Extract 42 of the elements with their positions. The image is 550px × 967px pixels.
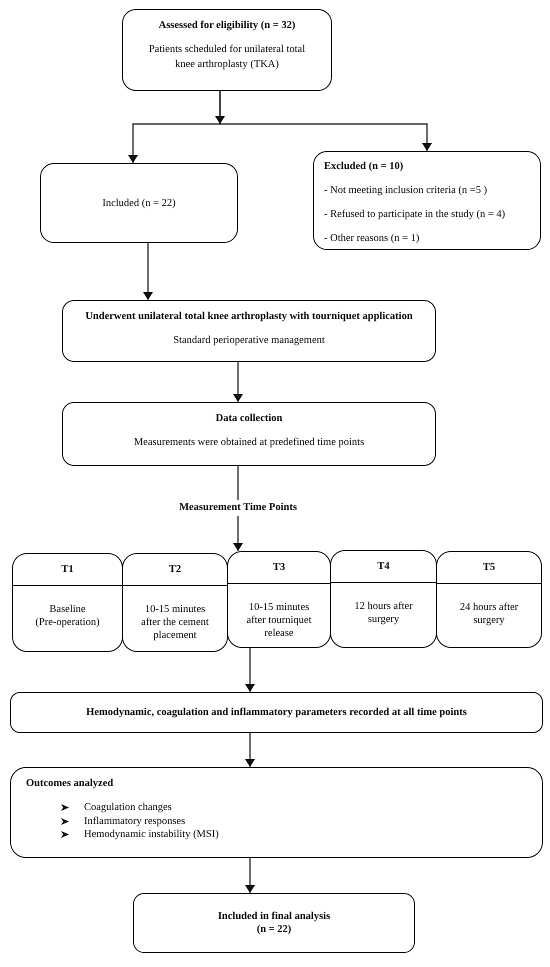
box-heading: Assessed for eligibility (n = 32)	[158, 19, 296, 33]
arrow	[245, 648, 255, 692]
exclusion-reason: - Other reasons (n = 1)	[324, 232, 420, 246]
process-box	[313, 151, 541, 250]
process-box	[10, 692, 543, 733]
arrow	[233, 362, 243, 402]
time-point-box	[12, 553, 123, 652]
arrow	[245, 733, 255, 767]
time-point-box	[122, 553, 228, 652]
time-point-label: T5	[437, 552, 541, 584]
outcome-item: Inflammatory responses	[84, 814, 186, 828]
arrow	[143, 243, 153, 300]
time-point-description: 10-15 minutes after tourniquet release	[245, 601, 313, 640]
process-box	[62, 300, 436, 362]
process-box	[40, 163, 238, 243]
time-point-description: 12 hours after surgery	[353, 600, 414, 626]
box-heading: Outcomes analyzed	[26, 777, 114, 791]
time-point-box	[436, 551, 542, 648]
arrow	[245, 858, 255, 893]
outcome-item: Hemodynamic instability (MSI)	[84, 828, 219, 842]
time-point-box	[227, 551, 331, 648]
process-box	[62, 402, 436, 466]
exclusion-reason: - Refused to participate in the study (n = 4)	[324, 208, 506, 222]
box-text: Patients scheduled for unilateral total knee arthroplasty (TKA)	[148, 43, 306, 72]
time-point-description: 10-15 minutes after the cement placement	[140, 603, 210, 642]
arrow	[215, 91, 225, 124]
time-point-box	[330, 550, 437, 648]
process-box	[133, 893, 415, 953]
time-point-description: Baseline (Pre-operation)	[34, 603, 101, 629]
outcome-item: Coagulation changes	[84, 801, 172, 814]
time-point-description: 24 hours after surgery	[458, 601, 520, 627]
box-heading: Excluded (n = 10)	[324, 160, 404, 174]
box-heading: Included in final analysis (n = 22)	[216, 910, 332, 936]
box-text: Included (n = 22)	[102, 196, 176, 210]
box-text: Standard perioperative management	[173, 334, 325, 348]
exclusion-reason: - Not meeting inclusion criteria (n =5 )	[324, 184, 488, 198]
box-heading: Underwent unilateral total knee arthroplasty with tourniquet application	[85, 310, 413, 324]
process-box	[122, 9, 332, 91]
box-heading: Hemodynamic, coagulation and inflammatory parameters recorded at all time points	[86, 706, 467, 719]
box-text: Measurements were obtained at predefined time points	[134, 436, 364, 450]
process-box	[10, 767, 543, 858]
box-heading: Data collection	[216, 412, 282, 426]
